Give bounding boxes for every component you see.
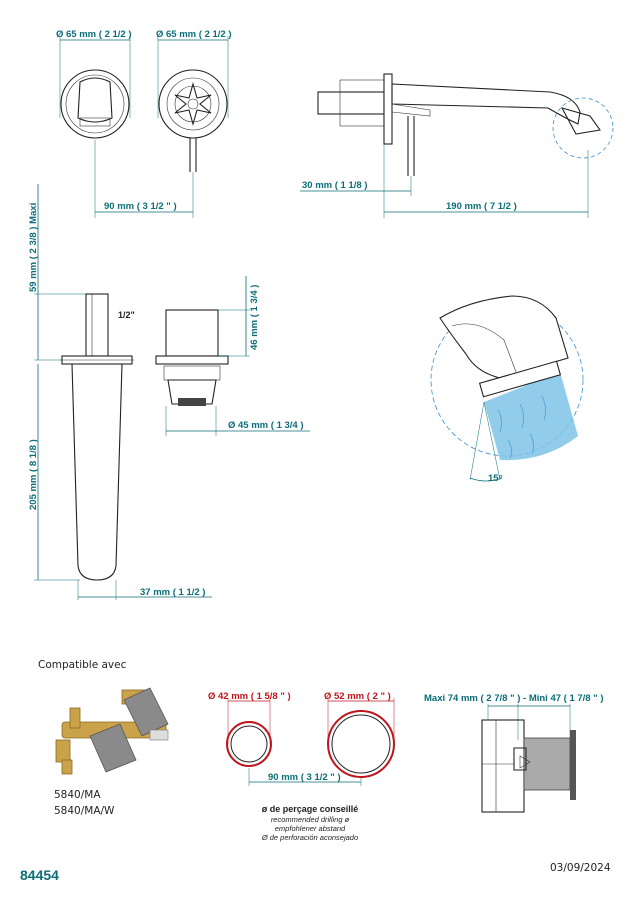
dim-diameter-spout: Ø 65 mm ( 2 1/2 ) xyxy=(56,29,132,40)
dim-vertical-max xyxy=(34,184,100,361)
compatible-title: Compatible avec xyxy=(38,659,127,671)
dim-handle-spacing: 90 mm ( 3 1/2 " ) xyxy=(104,201,177,212)
drilling-line-de: empfohlener abstand xyxy=(275,824,346,833)
document-date: 03/09/2024 xyxy=(550,862,611,874)
dim-drill-spacing: 90 mm ( 3 1/2 " ) xyxy=(268,772,341,783)
dim-drill-max: Ø 52 mm ( 2 " ) xyxy=(324,691,391,702)
dim-lines-side xyxy=(300,144,589,218)
dim-wall-offset: 30 mm ( 1 1/8 ) xyxy=(302,180,367,191)
dim-body-length: 205 mm ( 8 1/8 ) xyxy=(28,439,39,510)
dim-nut-height: 46 mm ( 1 3/4 ) xyxy=(249,285,260,350)
drilling-circles xyxy=(226,698,395,786)
side-view-spout xyxy=(317,73,614,176)
compatible-model-2: 5840/MA/W xyxy=(54,805,115,817)
body-side-view xyxy=(60,293,134,581)
wall-section-view xyxy=(481,704,576,813)
dim-max-depth: 59 mm ( 2 3/8 ) Maxi xyxy=(28,203,39,292)
dim-body-length-lines xyxy=(34,364,212,600)
compatible-model-1: 5840/MA xyxy=(54,789,101,801)
front-view-handle xyxy=(157,36,229,172)
drilling-line-en: recommended drilling ø xyxy=(271,815,350,824)
drilling-line-es: Ø de perforación aconsejado xyxy=(261,833,358,842)
drilling-title: ø de perçage conseillé xyxy=(262,804,359,814)
detail-spray-view xyxy=(430,295,584,482)
dim-drill-min: Ø 42 mm ( 1 5/8 " ) xyxy=(208,691,291,702)
thread-size-label: 1/2" xyxy=(118,310,135,320)
dim-spout-reach: 190 mm ( 7 1/2 ) xyxy=(446,201,517,212)
front-view-spout xyxy=(59,36,131,139)
product-reference: 84454 xyxy=(20,867,59,883)
dim-body-width: 37 mm ( 1 1/2 ) xyxy=(140,587,205,598)
dim-handle-spacing-line xyxy=(94,140,194,218)
nut-side-view xyxy=(155,276,310,436)
dim-nut-diameter: Ø 45 mm ( 1 3/4 ) xyxy=(228,420,304,431)
dim-diameter-handle: Ø 65 mm ( 2 1/2 ) xyxy=(156,29,232,40)
spray-angle-label: 15° xyxy=(488,473,503,484)
concealed-valve-image xyxy=(55,687,169,775)
wall-range-label: Maxi 74 mm ( 2 7/8 " ) - Mini 47 ( 1 7/8… xyxy=(424,693,604,704)
